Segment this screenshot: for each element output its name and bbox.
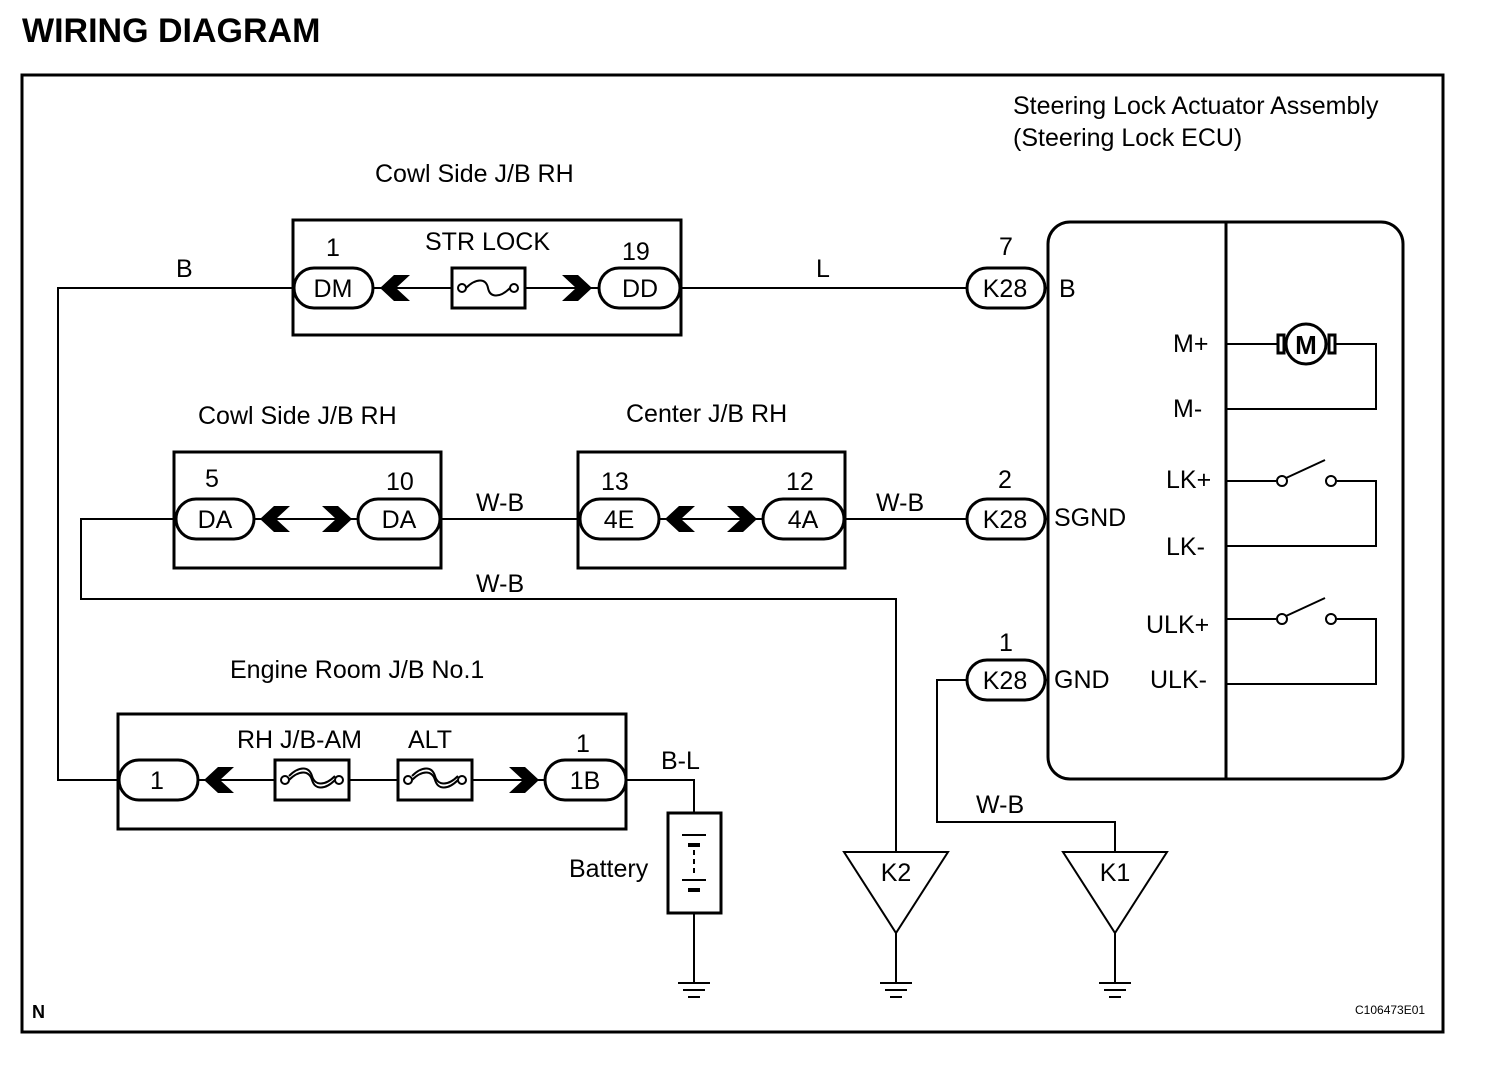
diagram-frame [20, 73, 1445, 1034]
connector-arrow-icon [509, 767, 539, 793]
jb-cowl2-left-pin: 5 [205, 465, 219, 493]
jb-center-right-connector: 4A [761, 497, 846, 541]
svg-text:DM: DM [314, 275, 353, 303]
ecu-terminal-lk-plus: LK+ [1166, 466, 1211, 494]
motor-wire [1226, 343, 1377, 410]
jb-engine-fuse2-label: ALT [408, 726, 452, 754]
wire-label-wb1: W-B [476, 489, 524, 517]
k28-pin-b: 7 [999, 233, 1013, 261]
jb-top-right-pin: 19 [622, 238, 650, 266]
wire-label-wb3: W-B [476, 570, 524, 598]
connector-arrow-icon [322, 506, 352, 532]
connector-arrow-icon [380, 275, 410, 301]
jb-cowl2-left-connector: DA [174, 497, 256, 541]
jb-engine-fuse1-label: RH J/B-AM [237, 726, 362, 754]
battery-label: Battery [569, 855, 649, 883]
unlock-switch-icon [1226, 597, 1377, 685]
wire-wb-to-k1 [936, 679, 1116, 852]
ecu-terminal-b: B [1059, 275, 1076, 303]
ecu-terminal-m-minus: M- [1173, 395, 1202, 423]
wire-label-wb4: W-B [976, 791, 1024, 819]
wire-label-bl: B-L [661, 747, 700, 775]
ecu-name-line1: Steering Lock Actuator Assembly [1013, 92, 1379, 120]
ecu-terminal-gnd: GND [1054, 666, 1110, 694]
connector-arrow-icon [562, 275, 592, 301]
jb-engine-right-connector: 1B [543, 758, 628, 802]
page-title: WIRING DIAGRAM [22, 12, 321, 50]
jb-engine-left-connector: 1 [117, 758, 200, 802]
svg-text:K28: K28 [983, 275, 1027, 303]
jb-cowl2-title: Cowl Side J/B RH [198, 402, 397, 430]
ground-point-k2: K2 [842, 851, 950, 935]
ground-label-k2: K2 [881, 859, 912, 887]
battery-icon [666, 811, 723, 915]
ecu-name-line2: (Steering Lock ECU) [1013, 124, 1242, 152]
k28-pin-gnd: 1 [999, 629, 1013, 657]
ground-icon [880, 982, 912, 998]
svg-text:K28: K28 [983, 667, 1027, 695]
figure-id: C106473E01 [1355, 1003, 1425, 1017]
jb-top-box [291, 218, 683, 337]
svg-text:1B: 1B [570, 767, 601, 795]
jb-engine-right-pin: 1 [576, 730, 590, 758]
ecu-terminal-ulk-minus: ULK- [1150, 666, 1207, 694]
motor-icon: M [1276, 322, 1337, 366]
ecu-terminal-sgnd: SGND [1054, 504, 1126, 532]
str-lock-fuse-icon [450, 266, 527, 310]
svg-text:4A: 4A [788, 506, 819, 534]
jb-top-title: Cowl Side J/B RH [375, 160, 574, 188]
jb-center-right-pin: 12 [786, 468, 814, 496]
jb-center-left-connector: 4E [578, 497, 661, 541]
jb-top-left-pin: 1 [326, 234, 340, 262]
wire-label-wb2: W-B [876, 489, 924, 517]
jb-top-fuse-label: STR LOCK [425, 228, 550, 256]
jb-center-title: Center J/B RH [626, 400, 787, 428]
jb-engine-title: Engine Room J/B No.1 [230, 656, 484, 684]
corner-label: N [32, 1002, 45, 1022]
svg-text:1: 1 [150, 767, 164, 795]
ground-label-k1: K1 [1100, 859, 1131, 887]
wire-b [57, 287, 293, 781]
jb-top-right-connector: DD [597, 266, 682, 310]
ecu-terminal-ulk-plus: ULK+ [1146, 611, 1209, 639]
k28-connector-sgnd: K28 [965, 497, 1047, 541]
jb-cowl2-right-pin: 10 [386, 468, 414, 496]
ground-icon [678, 982, 710, 998]
ground-icon [1099, 982, 1131, 998]
k28-connector-b: K28 [965, 266, 1047, 310]
svg-text:DA: DA [382, 506, 417, 534]
motor-label: M [1295, 330, 1317, 360]
jb-cowl2-right-connector: DA [356, 497, 442, 541]
rh-jb-am-fuse-icon [273, 758, 351, 802]
jb-center-box [576, 450, 847, 570]
wire-label-b: B [176, 255, 193, 283]
k28-connector-gnd: K28 [965, 658, 1047, 702]
wire-bl [626, 779, 695, 813]
svg-text:K28: K28 [983, 506, 1027, 534]
jb-top-left-connector: DM [292, 266, 375, 310]
jb-engine-box [116, 712, 628, 831]
ecu-terminal-m-plus: M+ [1173, 330, 1208, 358]
ecu-terminal-lk-minus: LK- [1166, 533, 1205, 561]
connector-arrow-icon [727, 506, 757, 532]
lock-switch-icon [1226, 459, 1377, 547]
connector-arrow-icon [665, 506, 695, 532]
alt-fuse-icon [396, 758, 474, 802]
connector-arrow-icon [204, 767, 234, 793]
k28-pin-sgnd: 2 [998, 466, 1012, 494]
jb-center-left-pin: 13 [601, 468, 629, 496]
jb-cowl2-box [172, 450, 443, 570]
connector-arrow-icon [260, 506, 290, 532]
ground-point-k1: K1 [1061, 851, 1169, 935]
wire-wb-to-k2 [80, 518, 897, 852]
svg-text:DA: DA [198, 506, 233, 534]
svg-text:DD: DD [622, 275, 658, 303]
wire-label-l: L [816, 255, 830, 283]
svg-text:4E: 4E [604, 506, 635, 534]
